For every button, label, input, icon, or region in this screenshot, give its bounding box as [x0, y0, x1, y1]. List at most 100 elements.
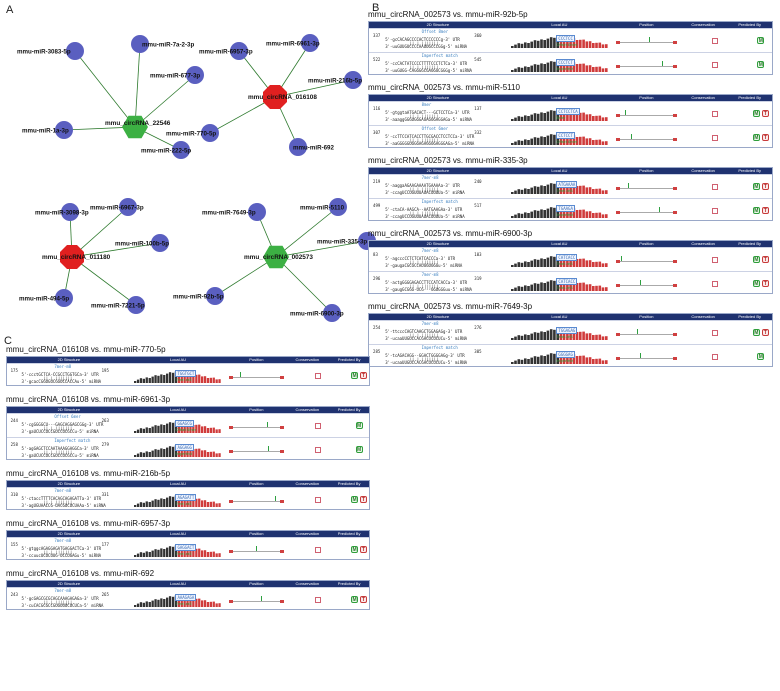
au-bar — [572, 184, 575, 194]
au-bar — [533, 356, 537, 364]
au-bar — [591, 140, 595, 145]
au-bar — [526, 213, 530, 218]
duplex-end: 360 — [474, 33, 482, 38]
card-title: mmu_circRNA_002573 vs. mmu-miR-92b-5p — [368, 10, 528, 19]
au-bar — [134, 605, 137, 607]
au-bar — [578, 258, 582, 267]
au-bar — [166, 447, 169, 457]
header-cell: Position — [249, 407, 264, 412]
conservation-checkbox[interactable] — [712, 208, 719, 214]
au-bar — [175, 371, 178, 383]
au-bar — [137, 503, 140, 507]
conservation-checkbox[interactable] — [712, 354, 719, 360]
conservation-checkbox[interactable] — [712, 330, 719, 336]
conservation-checkbox[interactable] — [315, 373, 322, 379]
conservation-checkbox[interactable] — [712, 38, 719, 44]
duplex-mirna: 3'-ucaaUUGUCCACGACUCUCUCu-5' miRNA — [385, 336, 468, 341]
duplex-type: Imperfect match — [421, 345, 458, 350]
conservation-checkbox[interactable] — [315, 547, 322, 553]
conservation-checkbox[interactable] — [712, 62, 719, 68]
au-bar — [552, 329, 556, 340]
mirna-node-label: mmu-miR-3083-5p — [17, 49, 71, 56]
conservation-checkbox[interactable] — [712, 111, 719, 117]
au-bar — [134, 505, 137, 507]
mirna-node-label: mmu-miR-100b-5p — [115, 241, 169, 248]
duplex-pairing-bars: || | ||||||| — [409, 332, 439, 338]
au-bar — [575, 210, 579, 218]
au-bar — [585, 333, 588, 340]
au-bar — [523, 358, 527, 364]
au-bar — [140, 552, 143, 557]
header-cell: Local AU — [170, 357, 187, 362]
position-track — [616, 207, 677, 214]
au-bar — [536, 210, 540, 218]
card-title: mmu_circRNA_016108 vs. mmu-miR-6961-3p — [6, 395, 171, 404]
au-bar — [575, 186, 579, 194]
card-title: mmu_circRNA_016108 vs. mmu-miR-770-5p — [6, 345, 166, 354]
au-bar — [565, 206, 569, 218]
network-edge — [275, 256, 333, 314]
conservation-checkbox[interactable] — [315, 497, 322, 503]
au-bar — [572, 281, 575, 291]
duplex-start: 296 — [373, 276, 381, 281]
duplex-end: 276 — [474, 325, 482, 330]
au-bar — [178, 422, 181, 433]
conservation-checkbox[interactable] — [712, 135, 719, 141]
au-bar — [530, 260, 533, 267]
duplex-mirna: 3'-gaUCUCCUCCGUCCUCGCCu-5' miRNA — [21, 429, 99, 434]
duplex-mirna: 3'-gaugGCGGG-UCG---GGUGGGuu-5' miRNA — [385, 287, 472, 292]
au-bar — [569, 111, 572, 121]
predicted-by-m-badge: M — [757, 37, 765, 44]
duplex-utr: 5'-agGAGCTCCAATAAAGGAGGCa-3' UTR — [21, 446, 99, 451]
local-au-histogram — [510, 206, 608, 218]
au-bar — [530, 138, 533, 145]
au-bar — [601, 214, 605, 218]
position-track — [229, 446, 284, 453]
au-bar — [546, 330, 549, 340]
au-bar — [543, 64, 546, 72]
predicted-by-t-badge: T — [360, 596, 368, 603]
duplex-start: 244 — [10, 418, 18, 423]
header-cell: Conservation — [295, 581, 320, 586]
au-bar — [163, 375, 166, 383]
network-edge — [71, 256, 137, 306]
au-bar — [517, 43, 520, 48]
au-bar — [169, 372, 172, 383]
au-bar — [536, 113, 540, 121]
mirna-node — [344, 71, 362, 89]
duplex-mirna: 3'-ccagUCCUGUUUAUACUUUUa-5' miRNA — [385, 214, 465, 219]
conservation-checkbox[interactable] — [315, 597, 322, 603]
au-bar — [201, 450, 204, 457]
au-bar — [183, 545, 187, 557]
predicted-by-m-badge: M — [752, 329, 760, 336]
au-bar — [210, 551, 213, 557]
au-bar — [604, 214, 608, 218]
au-bar — [523, 139, 527, 145]
conservation-checkbox[interactable] — [315, 423, 322, 429]
au-bar — [526, 335, 530, 340]
utr-end-marker — [229, 500, 234, 503]
au-bar — [601, 263, 605, 267]
header-cell: Conservation — [691, 168, 715, 173]
conservation-checkbox[interactable] — [712, 281, 719, 287]
au-bar — [539, 258, 543, 267]
site-position-marker — [649, 37, 651, 42]
au-bar — [143, 602, 146, 607]
mirna-node — [301, 34, 319, 52]
au-bar — [582, 355, 585, 364]
au-bar — [569, 38, 572, 48]
au-bar — [578, 282, 582, 291]
conservation-checkbox[interactable] — [712, 257, 719, 263]
au-bar — [523, 334, 527, 340]
duplex-start: 499 — [373, 203, 381, 208]
conservation-checkbox[interactable] — [315, 447, 322, 453]
conservation-checkbox[interactable] — [712, 184, 719, 190]
au-bar — [546, 257, 549, 267]
site-type: 7mer-m8 — [556, 285, 573, 290]
au-bar — [601, 360, 605, 364]
header-cell: Position — [639, 241, 654, 246]
